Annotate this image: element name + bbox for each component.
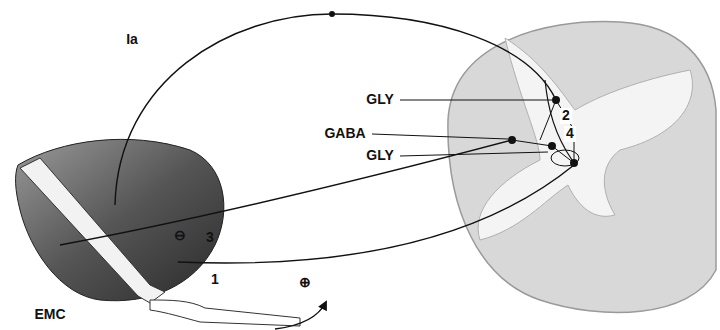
muscle-label: EMC (32, 307, 67, 322)
bone (20, 158, 165, 303)
grey-matter (478, 38, 692, 240)
spinal-cord (448, 22, 716, 313)
tendon (150, 300, 300, 326)
leader-line (400, 100, 552, 101)
efferent-3 (60, 140, 512, 245)
callout-number: 3 (204, 230, 216, 245)
efferent-1 (178, 165, 574, 263)
transmitter-label: GABA (322, 126, 367, 141)
leader-line (372, 134, 508, 139)
ia-collateral (545, 80, 572, 160)
transmitter-label: GLY (364, 148, 396, 163)
excitation-sign: ⊕ (297, 275, 313, 290)
renshaw-loop (551, 150, 579, 166)
callout-number: 4 (564, 126, 576, 141)
inhibition-sign: ⊖ (172, 228, 188, 243)
callout-number: 2 (560, 108, 572, 123)
callout-number: 1 (209, 272, 221, 287)
fiber-label: Ia (124, 32, 140, 47)
leader-line (400, 152, 548, 156)
ganglion-cell (329, 11, 335, 17)
transmitter-label: GLY (364, 92, 396, 107)
ia-afferent (115, 14, 556, 205)
movement-arrow (275, 302, 326, 329)
